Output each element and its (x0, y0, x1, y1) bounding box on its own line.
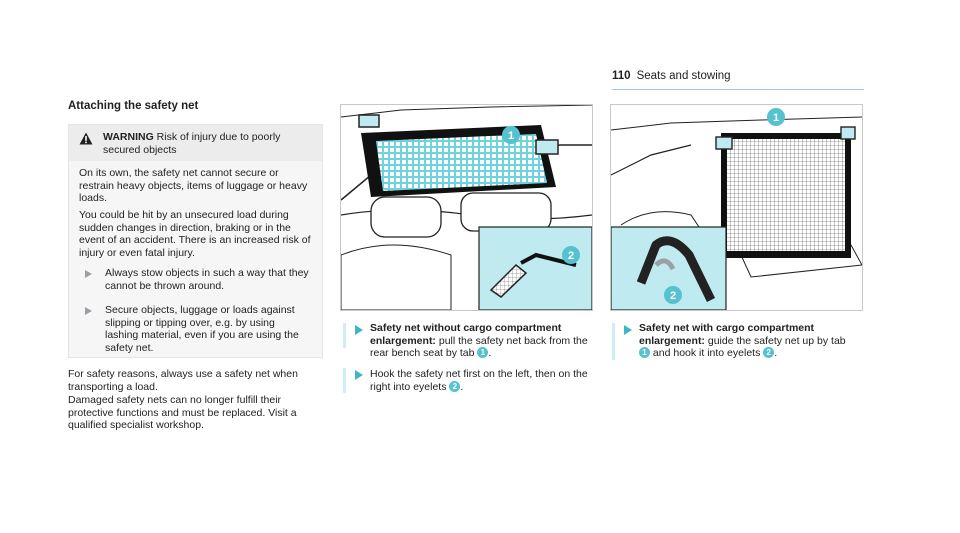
figure-with-enlargement: 1 2 (610, 104, 863, 311)
warning-bullet-2: Secure objects, luggage or loads against… (105, 304, 299, 354)
step1-bold: Safety net without cargo compartment enl… (370, 322, 562, 347)
step-accent-bar (612, 323, 615, 360)
paragraph-safety: For safety reasons, always use a safety … (68, 368, 298, 393)
step3-bold: Safety net with cargo compartment enlarg… (639, 322, 815, 347)
illustration-cargo-net: 1 2 (611, 108, 862, 310)
step-arrow-icon (624, 325, 632, 335)
figure2-callout-1: 1 (773, 112, 779, 124)
section-title: Seats and stowing (636, 70, 731, 82)
page-number: 110 (612, 70, 631, 82)
figure1-callout-2: 2 (568, 250, 574, 262)
warning-title: WARNING Risk of injury due to poorly sec… (103, 131, 313, 156)
callout-2-badge: 2 (763, 347, 775, 358)
step-accent-bar (343, 368, 346, 393)
step-arrow-icon (355, 370, 363, 380)
bullet-arrow-icon (85, 270, 92, 278)
figure1-callout-1: 1 (508, 130, 514, 142)
figure-without-enlargement: 1 2 (340, 104, 593, 311)
callout-2-badge: 2 (449, 380, 461, 392)
bullet-arrow-icon (85, 307, 92, 315)
warning-triangle-icon (79, 132, 93, 145)
warning-box: WARNING Risk of injury due to poorly sec… (68, 124, 323, 358)
warning-bullet-1: Always stow objects in such a way that t… (105, 267, 309, 292)
header-rule (612, 89, 864, 90)
step-with-enlargement: Safety net with cargo compartment enlarg… (639, 322, 846, 359)
step-without-enlargement: Safety net without cargo compartment enl… (370, 322, 588, 359)
warning-header: WARNING Risk of injury due to poorly sec… (69, 125, 322, 161)
figure2-callout-2: 2 (670, 290, 676, 302)
callout-1-badge: 1 (639, 347, 650, 358)
warning-body-2: You could be hit by an unsecured load du… (79, 209, 311, 259)
step-arrow-icon (355, 325, 363, 335)
callout-1-badge: 1 (477, 347, 489, 358)
warning-body-1: On its own, the safety net cannot secure… (79, 167, 308, 204)
step-hook-eyelets: Hook the safety net first on the left, t… (370, 368, 588, 393)
illustration-rear-bench-net: 1 2 (341, 105, 592, 310)
paragraph-damaged: Damaged safety nets can no longer fulfil… (68, 394, 297, 431)
step-accent-bar (343, 323, 346, 348)
page-header: 110 Seats and stowing (612, 70, 731, 82)
section-heading: Attaching the safety net (68, 100, 199, 112)
warning-title-text: Risk of injury due to poorly secured obj… (103, 131, 281, 156)
warning-label: WARNING (103, 131, 154, 143)
